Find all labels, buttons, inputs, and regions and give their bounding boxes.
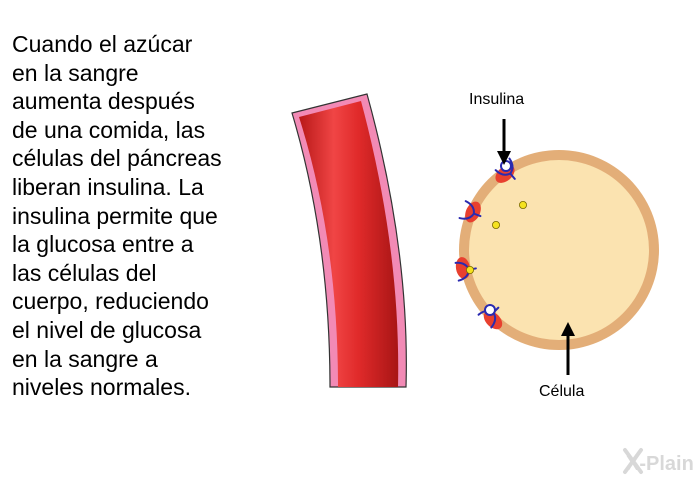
vessel-lumen — [299, 101, 399, 387]
description-line: aumenta después — [12, 88, 195, 115]
description-line: insulina permite que — [12, 202, 218, 229]
description-line: las células del — [12, 259, 157, 286]
glucose-molecule — [519, 200, 528, 209]
label-cell: Célula — [539, 383, 584, 400]
insulin-molecule — [484, 304, 496, 316]
description-line: células del páncreas — [12, 145, 222, 172]
cell-interior — [469, 160, 649, 340]
description-text: Cuando el azúcar en la sangre aumenta de… — [12, 30, 282, 402]
description-line: de una comida, las — [12, 116, 206, 143]
insulin-receptor — [458, 200, 482, 220]
description-line: liberan insulina. La — [12, 173, 204, 200]
blood-vessel — [291, 93, 407, 388]
description-line: cuerpo, reduciendo — [12, 288, 209, 315]
description-line: en la sangre — [12, 59, 139, 86]
description-line: el nivel de glucosa — [12, 316, 202, 343]
arrow-cell — [561, 322, 575, 375]
glucose-molecule — [465, 265, 474, 274]
cell — [455, 150, 659, 350]
logo-mark-icon — [623, 448, 643, 474]
description-line: la glucosa entre a — [12, 231, 194, 258]
description-line: Cuando el azúcar — [12, 31, 193, 57]
label-insulin: Insulina — [469, 91, 524, 108]
arrow-insulin — [497, 119, 511, 165]
insulin-molecule — [500, 160, 512, 172]
description-line: en la sangre a — [12, 345, 158, 372]
logo-text: X-Plain — [626, 453, 694, 475]
description-line: niveles normales. — [12, 374, 191, 401]
glucose-molecule — [491, 220, 500, 229]
insulin-receptor — [494, 157, 516, 180]
xplain-logo: X-Plain — [623, 448, 694, 475]
